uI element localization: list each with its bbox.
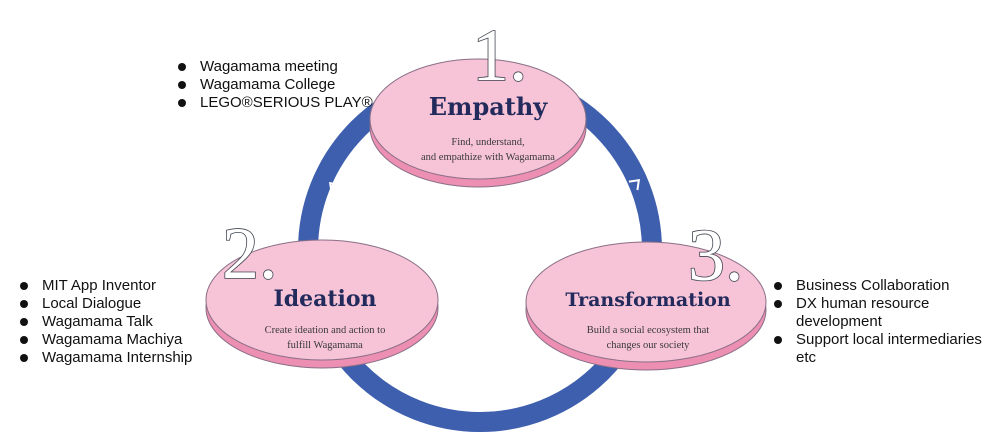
stage-number: 3. (688, 215, 744, 297)
list-item: Wagamama Machiya (18, 331, 218, 349)
chevron-arrow-icon (483, 332, 494, 346)
list-item: Business Collaboration (772, 277, 996, 295)
stage-desc-line: fulfill Wagamama (287, 340, 363, 351)
stage-disc-top (369, 58, 587, 180)
stage-number: 1. (472, 15, 528, 97)
empathy-activity-list: Wagamama meeting Wagamama College LEGO®S… (176, 58, 376, 112)
stage-number: 2. (222, 213, 278, 295)
ideation-activity-list: MIT App Inventor Local Dialogue Wagamama… (18, 277, 218, 367)
stage-ideation: 2. Ideation Create ideation and action t… (205, 212, 439, 369)
list-item: LEGO®SERIOUS PLAY® (176, 94, 376, 112)
list-item: Wagamama Talk (18, 313, 218, 331)
stage-desc-line: Create ideation and action to (265, 325, 386, 336)
list-item: DX human resource development (772, 295, 996, 331)
list-item: Wagamama College (176, 76, 376, 94)
transformation-activity-list: Business Collaboration DX human resource… (772, 277, 996, 367)
stage-desc-line: Find, understand, (451, 137, 524, 148)
stage-title: Ideation (273, 286, 376, 312)
stage-title: Empathy (429, 92, 549, 121)
stage-empathy: 1. Empathy Find, understand, and empathi… (369, 14, 587, 188)
list-item: Support local intermediaries etc (772, 331, 996, 367)
stage-disc-top (205, 239, 439, 361)
stage-desc-line: Build a social ecosystem that (587, 325, 710, 336)
list-item: Local Dialogue (18, 295, 218, 313)
list-item: MIT App Inventor (18, 277, 218, 295)
stage-desc-line: and empathize with Wagamama (421, 152, 555, 163)
stage-transformation: 3. Transformation Build a social ecosyst… (525, 214, 767, 371)
chevron-arrow-icon (328, 181, 341, 194)
list-item: Wagamama meeting (176, 58, 376, 76)
stage-desc-line: changes our society (607, 340, 691, 351)
stage-disc-top (525, 241, 767, 363)
list-item: Wagamama Internship (18, 349, 218, 367)
chevron-arrow-icon (628, 178, 641, 191)
stage-title: Transformation (565, 289, 731, 311)
